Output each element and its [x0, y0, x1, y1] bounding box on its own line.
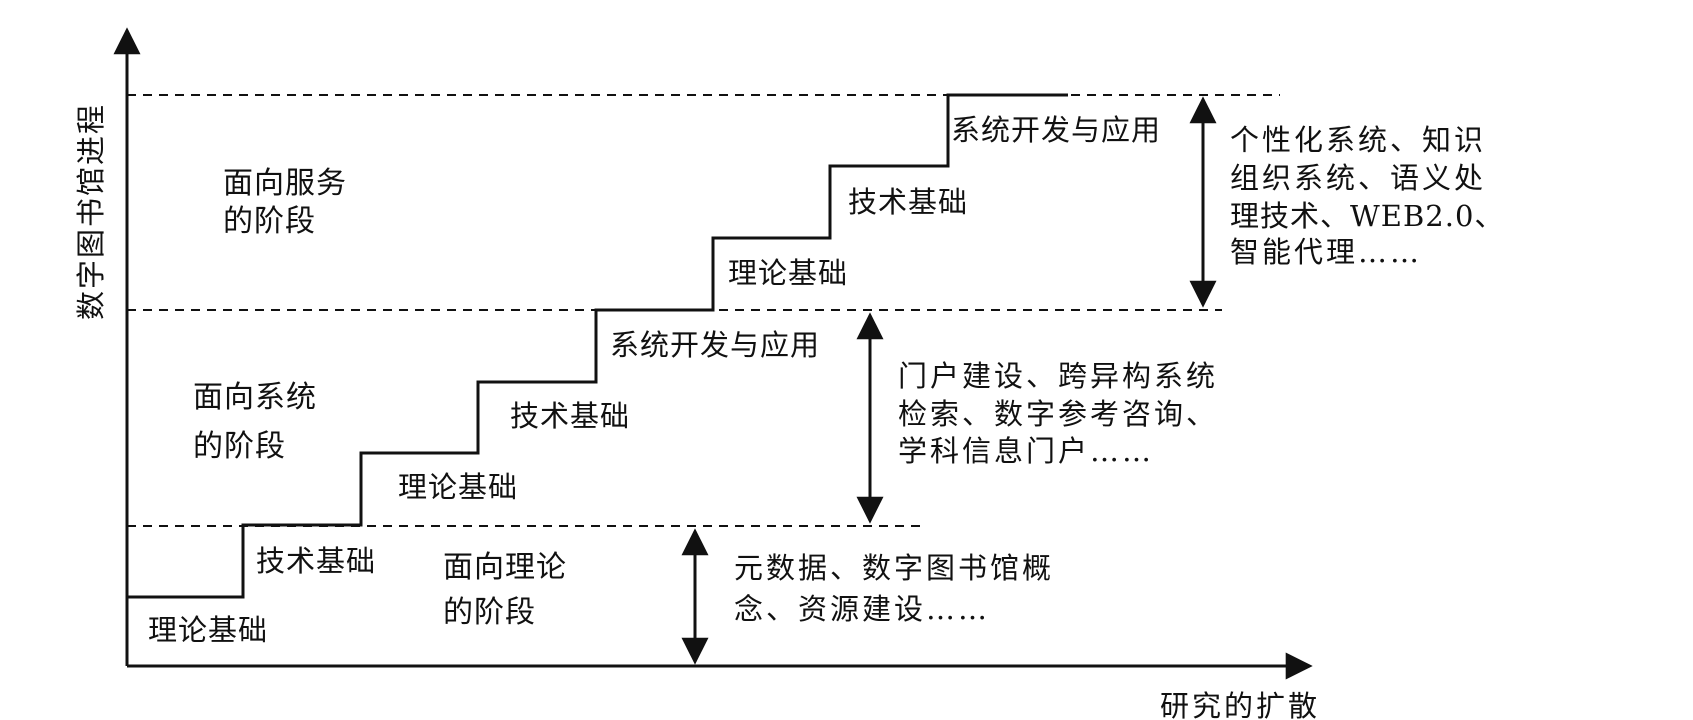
annotation-system: 检索、数字参考咨询、	[898, 397, 1218, 431]
step-label: 技术基础	[510, 399, 630, 433]
step-label: 系统开发与应用	[951, 113, 1161, 147]
phase-label-theory: 的阶段	[443, 595, 536, 630]
step-label: 理论基础	[728, 256, 848, 290]
step-label: 理论基础	[398, 470, 518, 504]
progress-staircase	[127, 93, 1068, 599]
step-label: 系统开发与应用	[610, 328, 820, 362]
annotation-service: 智能代理……	[1230, 235, 1422, 269]
annotation-system: 学科信息门户……	[898, 434, 1154, 468]
step-label: 理论基础	[148, 613, 268, 647]
y-axis-title: 数字图书馆进程	[74, 103, 108, 320]
phase-label-service: 的阶段	[223, 204, 316, 239]
phase-label-system: 的阶段	[193, 429, 286, 464]
phase-label-service: 面向服务	[223, 166, 347, 201]
phase-label-system: 面向系统	[193, 380, 317, 415]
x-axis-title: 研究的扩散	[1160, 689, 1320, 720]
step-label: 技术基础	[256, 544, 376, 578]
annotation-service: 个性化系统、知识	[1230, 123, 1486, 157]
phase-label-theory: 面向理论	[443, 550, 567, 585]
annotation-system: 门户建设、跨异构系统	[898, 359, 1218, 393]
annotation-service: 组织系统、语义处	[1230, 161, 1486, 195]
annotation-service: 理技术、WEB2.0、	[1230, 199, 1504, 233]
annotation-theory: 念、资源建设……	[734, 592, 990, 626]
step-label: 技术基础	[848, 185, 968, 219]
annotation-theory: 元数据、数字图书馆概	[734, 551, 1054, 585]
